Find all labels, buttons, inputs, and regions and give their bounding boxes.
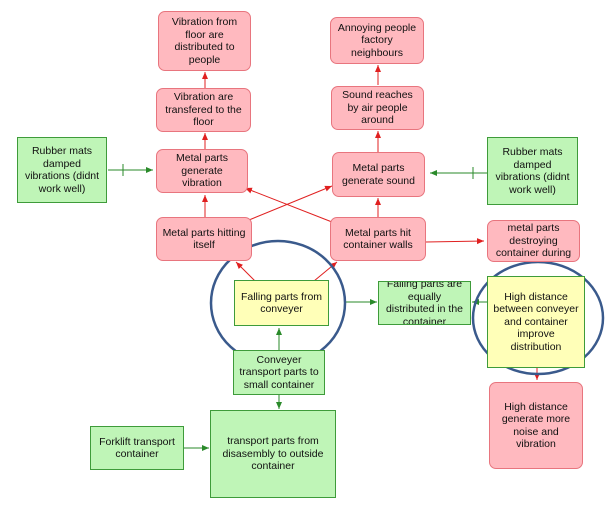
node-metal-destroying: metal parts destroying container during	[487, 220, 580, 262]
highlight-circle-high-distance	[471, 260, 605, 376]
node-equally-distributed: Falling parts are equally distributed in…	[378, 281, 471, 325]
node-rubber-mats-right: Rubber mats damped vibrations (didnt wor…	[487, 137, 578, 205]
arrow-walls-to-vibration	[244, 187, 333, 223]
node-vibration-to-floor: Vibration are transfered to the floor	[156, 88, 251, 132]
node-vibration-to-people: Vibration from floor are distributed to …	[158, 11, 251, 71]
node-rubber-mats-left: Rubber mats damped vibrations (didnt wor…	[17, 137, 107, 203]
arrow-hitting-itself-to-sound	[248, 185, 333, 221]
arrow-walls-to-destroying	[425, 238, 485, 245]
node-high-distance-noise: High distance generate more noise and vi…	[489, 382, 583, 469]
node-sound-reaches: Sound reaches by air people around	[331, 86, 424, 130]
node-falling-parts: Falling parts from conveyer	[234, 280, 329, 326]
node-conveyer-transport: Conveyer transport parts to small contai…	[233, 350, 325, 395]
node-metal-hitting-itself: Metal parts hitting itself	[156, 217, 252, 261]
arrow-falling-to-hitting	[235, 261, 256, 282]
node-transport-outside: transport parts from disasembly to outsi…	[210, 410, 336, 498]
node-metal-parts-vibration: Metal parts generate vibration	[156, 149, 248, 193]
node-forklift: Forklift transport container	[90, 426, 184, 470]
node-annoying-people: Annoying people factory neighbours	[330, 17, 424, 64]
arrow-falling-to-walls	[313, 261, 338, 282]
node-metal-parts-sound: Metal parts generate sound	[332, 152, 425, 197]
node-metal-hit-walls: Metal parts hit container walls	[330, 217, 426, 261]
node-high-distance: High distance between conveyer and conta…	[487, 276, 585, 368]
